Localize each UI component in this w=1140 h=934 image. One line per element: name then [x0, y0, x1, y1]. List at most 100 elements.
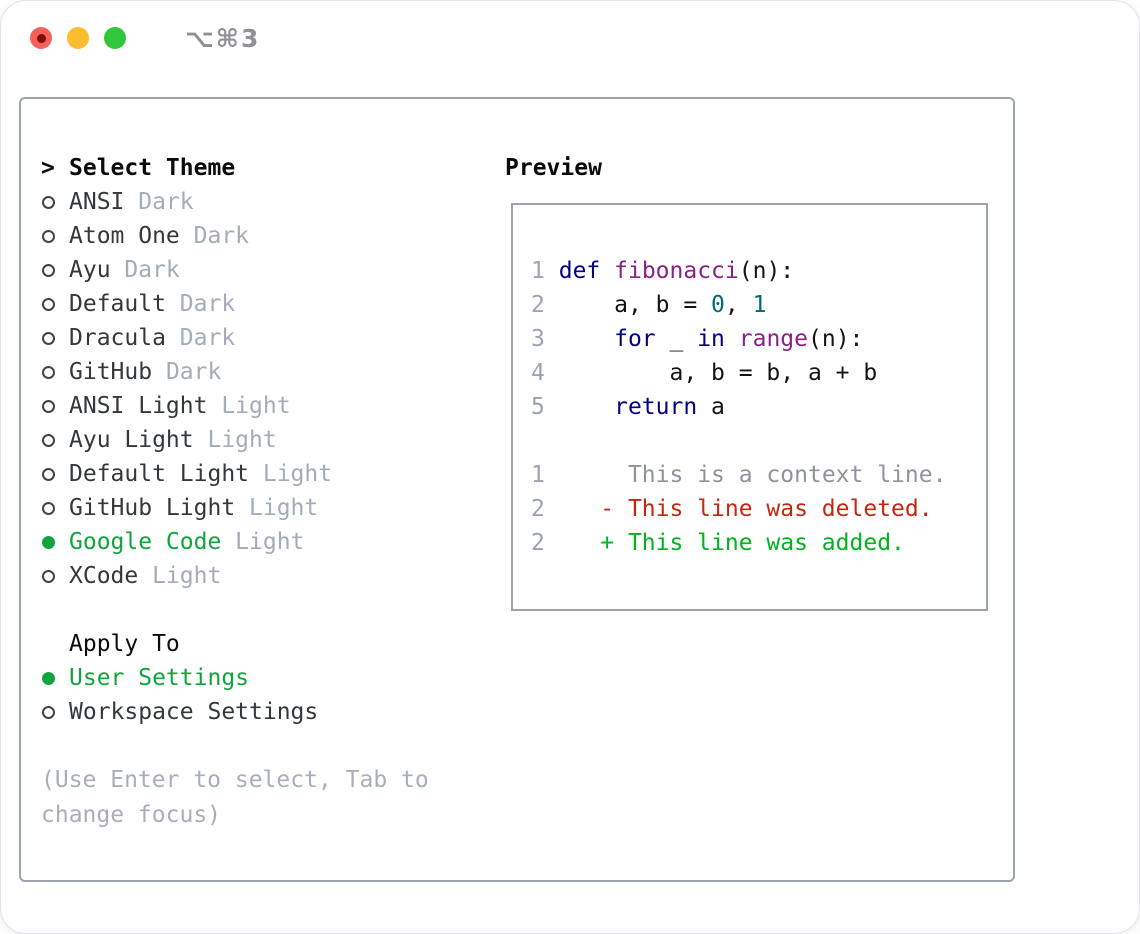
window-title: ⌥⌘3: [185, 23, 261, 53]
close-button[interactable]: [30, 27, 52, 49]
line-number: 4: [531, 360, 545, 386]
radio-unselected-icon: [42, 399, 55, 413]
theme-name: GitHub: [69, 359, 153, 385]
theme-variant: Dark: [152, 359, 222, 385]
radio-marker-cell: [41, 535, 69, 549]
unsaved-indicator-dot: [36, 33, 46, 43]
radio-selected-icon: [42, 671, 55, 685]
radio-marker-cell: [41, 297, 69, 311]
radio-unselected-icon: [42, 569, 55, 583]
zoom-button[interactable]: [104, 27, 126, 49]
theme-variant: Light: [221, 529, 305, 555]
diff-text-added: + This line was added.: [600, 530, 905, 556]
apply-to-option[interactable]: Workspace Settings: [41, 695, 481, 729]
diff-text-context: This is a context line.: [627, 462, 947, 488]
theme-name: Default Light: [69, 461, 250, 487]
theme-name: Ayu: [69, 257, 111, 283]
theme-variant: Dark: [110, 257, 180, 283]
code-token-plain: [559, 394, 614, 420]
hint-line-1: (Use Enter to select, Tab to: [41, 767, 429, 793]
code-token-keyword: for: [614, 326, 656, 352]
radio-unselected-icon: [42, 195, 55, 209]
radio-unselected-icon: [42, 467, 55, 481]
diff-line: 2 + This line was added.: [531, 526, 986, 560]
code-line: 1 def fibonacci(n):: [531, 254, 986, 288]
theme-name: GitHub Light: [69, 495, 236, 521]
theme-name: ANSI Light: [69, 393, 208, 419]
apply-option-label: Workspace Settings: [69, 699, 319, 725]
radio-unselected-icon: [42, 263, 55, 277]
apply-to-header: Apply To: [41, 627, 481, 661]
apply-to-title: Apply To: [69, 631, 180, 657]
line-number: 5: [531, 394, 545, 420]
line-number: 2: [531, 496, 545, 522]
line-number: 1: [531, 462, 545, 488]
theme-option[interactable]: Dracula Dark: [41, 321, 481, 355]
code-token-plain: ,: [724, 292, 753, 318]
cursor-marker-cell: >: [41, 155, 69, 181]
theme-option[interactable]: ANSI Dark: [41, 185, 481, 219]
code-token-function: range: [738, 326, 809, 352]
theme-option[interactable]: XCode Light: [41, 559, 481, 593]
line-number-gap: [545, 360, 559, 386]
radio-marker-cell: [41, 569, 69, 583]
theme-option[interactable]: Default Dark: [41, 287, 481, 321]
radio-unselected-icon: [42, 501, 55, 515]
minimize-button[interactable]: [67, 27, 89, 49]
theme-option[interactable]: GitHub Dark: [41, 355, 481, 389]
cursor-chevron-icon: >: [41, 155, 55, 181]
code-line: 5 return a: [531, 390, 986, 424]
hint-block: (Use Enter to select, Tab to change focu…: [41, 763, 481, 832]
radio-marker-cell: [41, 501, 69, 515]
radio-marker-cell: [41, 331, 69, 345]
code-token-plain: [725, 326, 739, 352]
code-token-function: fibonacci: [614, 258, 739, 284]
code-token-plain: a, b =: [558, 292, 712, 318]
theme-option[interactable]: Ayu Light Light: [41, 423, 481, 457]
theme-name: Dracula: [69, 325, 166, 351]
radio-marker-cell: [41, 705, 69, 719]
radio-marker-cell: [41, 365, 69, 379]
theme-name: XCode: [69, 563, 139, 589]
theme-option[interactable]: Ayu Dark: [41, 253, 481, 287]
hint-line-2: change focus): [41, 801, 222, 828]
theme-option[interactable]: Default Light Light: [41, 457, 481, 491]
theme-name: Atom One: [69, 223, 180, 249]
theme-variant: Dark: [124, 189, 194, 215]
code-token-keyword: return: [614, 394, 698, 420]
line-number: 1: [531, 258, 545, 284]
apply-to-option[interactable]: User Settings: [41, 661, 481, 695]
line-number-gap: [545, 394, 559, 420]
code-token-number: 1: [752, 292, 767, 318]
radio-unselected-icon: [42, 331, 55, 345]
diff-gap: [545, 496, 600, 522]
theme-variant: Light: [249, 461, 333, 487]
theme-variant: Dark: [179, 223, 250, 249]
line-number-gap: [545, 326, 559, 352]
theme-option[interactable]: GitHub Light Light: [41, 491, 481, 525]
select-theme-header: > Select Theme: [41, 151, 481, 185]
theme-name: Default: [69, 291, 166, 317]
code-token-plain: [600, 258, 614, 284]
theme-variant: Light: [193, 427, 277, 453]
radio-marker-cell: [41, 433, 69, 447]
theme-name: Ayu Light: [69, 427, 194, 453]
line-number: 2: [531, 292, 545, 318]
radio-marker-cell: [41, 467, 69, 481]
theme-option[interactable]: Atom One Dark: [41, 219, 481, 253]
diff-preview-block: 1 This is a context line. 2 - This line w…: [531, 458, 986, 560]
select-theme-title: Select Theme: [69, 155, 236, 181]
diff-text-deleted: - This line was deleted.: [600, 496, 933, 522]
theme-variant: Dark: [165, 291, 236, 317]
blank-line: [531, 424, 986, 458]
code-token-plain: _: [655, 326, 698, 352]
radio-unselected-icon: [42, 433, 55, 447]
title-bar: ⌥⌘3: [1, 1, 1139, 75]
theme-option[interactable]: Google Code Light: [41, 525, 481, 559]
theme-variant: Light: [138, 563, 222, 589]
theme-option[interactable]: ANSI Light Light: [41, 389, 481, 423]
